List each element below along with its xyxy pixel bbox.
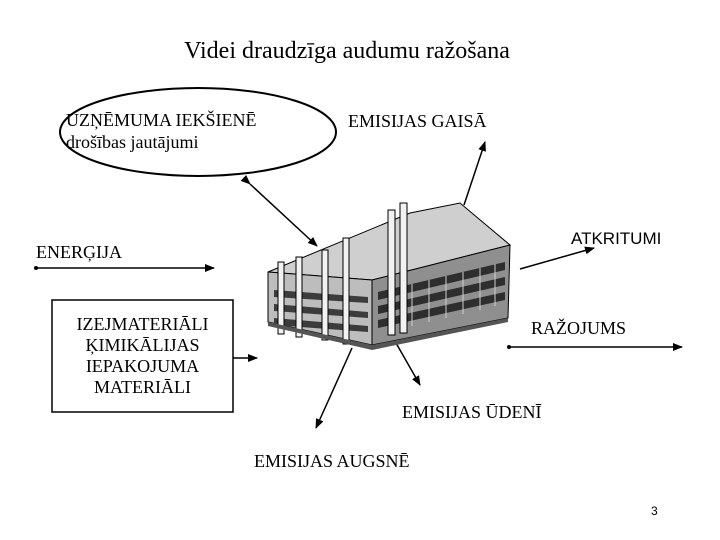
arrow-water (395, 342, 421, 386)
inputs-line-3: IEPAKOJUMA (85, 356, 200, 376)
emissions-soil-label: EMISIJAS AUGSNĒ (254, 451, 410, 471)
arrow-air (463, 141, 486, 206)
arrow-products-tail (507, 345, 511, 349)
inputs-box (51, 299, 234, 413)
waste-label: ATKRITUMI (571, 229, 662, 248)
energy-label: ENERĢIJA (36, 242, 122, 262)
internal-ellipse (59, 87, 337, 177)
inputs-line-1: IZEJMATERIĀLI (76, 314, 209, 334)
page-number: 3 (651, 504, 658, 518)
inputs-line-2: ĶIMIKĀLIJAS (85, 335, 200, 355)
internal-sublabel: drošības jautājumi (66, 132, 199, 152)
arrow-energy-tail (34, 266, 38, 270)
inputs-list: IZEJMATERIĀLI ĶIMIKĀLIJAS IEPAKOJUMA MAT… (52, 314, 233, 398)
slide-title: Videi draudzīga audumu ražošana (184, 38, 510, 64)
arrow-internal (240, 174, 318, 247)
internal-label: UZŅĒMUMA IEKŠIENĒ (66, 110, 257, 130)
arrow-waste (519, 246, 595, 270)
emissions-air-label: EMISIJAS GAISĀ (348, 111, 487, 131)
emissions-water-label: EMISIJAS ŪDENĪ (402, 402, 542, 422)
arrow-soil (315, 347, 353, 429)
factory-building-icon (267, 202, 512, 350)
products-label: RAŽOJUMS (531, 318, 627, 338)
inputs-line-4: MATERIĀLI (94, 377, 191, 397)
